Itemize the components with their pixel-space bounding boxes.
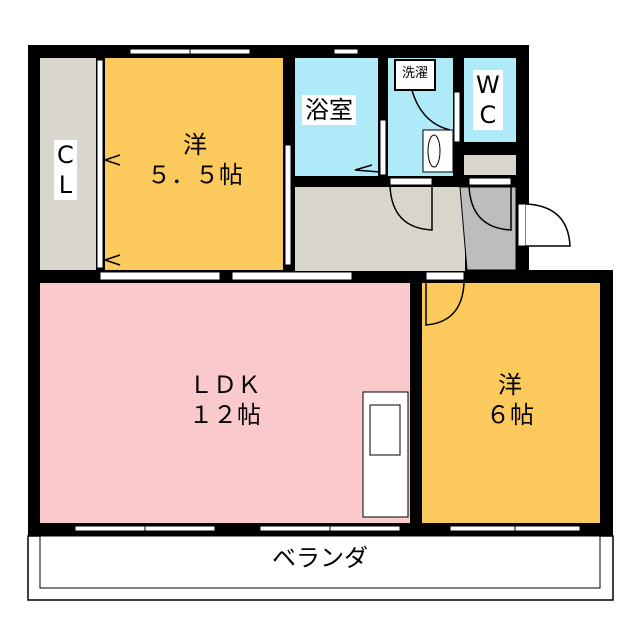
sliding-door[interactable] <box>284 144 292 266</box>
washing-machine-space <box>394 59 436 91</box>
window <box>514 525 581 532</box>
window <box>333 48 359 55</box>
window <box>74 525 146 532</box>
door-frame <box>425 271 465 281</box>
window <box>259 525 331 532</box>
window <box>329 525 401 532</box>
kitchen-sink <box>369 404 401 456</box>
door-arrows <box>102 154 381 266</box>
balcony-railing <box>39 535 601 589</box>
sliding-door[interactable] <box>231 271 353 281</box>
washbasin-bowl <box>427 134 441 168</box>
entrance-area <box>459 186 517 271</box>
front-door[interactable] <box>517 203 527 247</box>
door-frame <box>389 177 433 186</box>
sliding-door[interactable] <box>99 271 221 281</box>
ldk-area <box>40 283 410 523</box>
door-swing <box>468 185 512 231</box>
storage-area <box>464 155 516 175</box>
closet-door[interactable] <box>96 59 104 269</box>
door-swing <box>389 185 433 231</box>
door-swing <box>425 282 465 326</box>
hallway-area <box>295 187 465 271</box>
western-room-2-area <box>422 283 600 523</box>
bath-door[interactable] <box>379 119 387 176</box>
window <box>144 525 216 532</box>
front-door-swing <box>525 203 571 247</box>
window <box>449 525 516 532</box>
door-frame <box>468 177 512 186</box>
toilet-door[interactable] <box>453 91 461 143</box>
window <box>129 48 191 55</box>
western-room-1-area <box>105 58 283 270</box>
laundry-label: 洗濯 <box>401 66 428 81</box>
balcony-label: ベランダ <box>272 544 368 572</box>
window <box>189 48 251 55</box>
bathroom-label: 浴室 <box>302 95 356 125</box>
